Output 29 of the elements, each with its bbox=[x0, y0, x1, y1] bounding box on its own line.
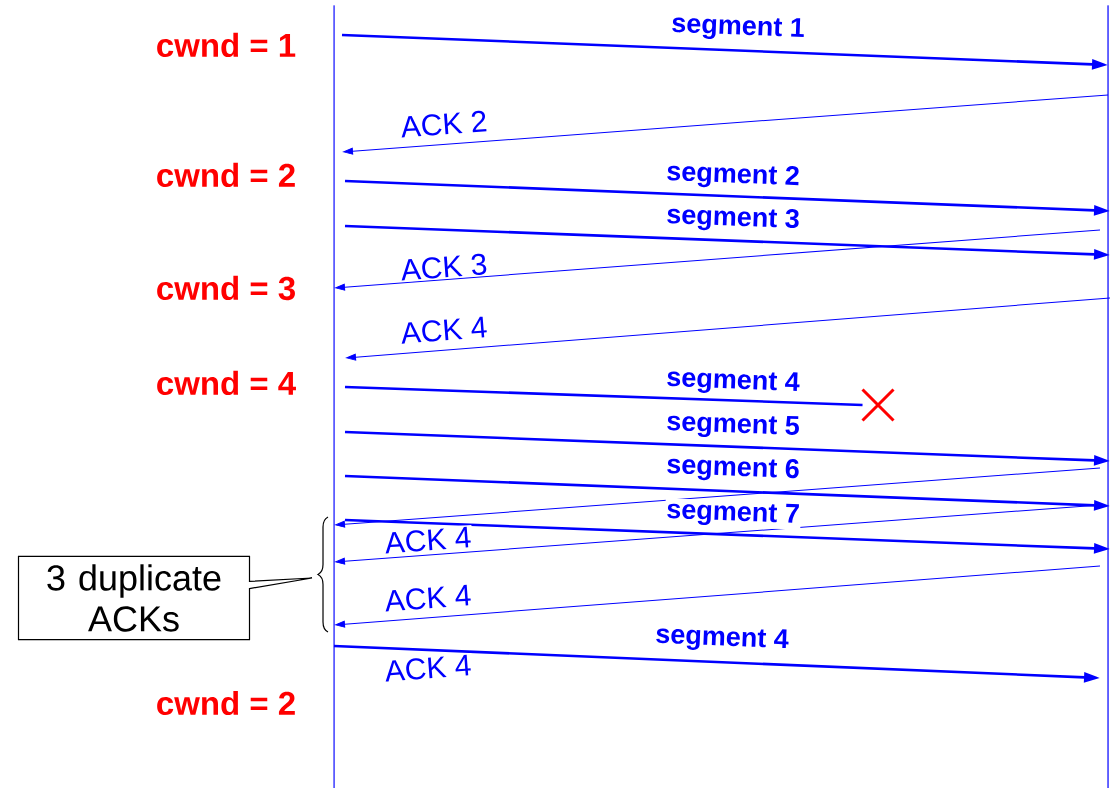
arrow bbox=[335, 229, 1101, 291]
edge-label: ACK 2 bbox=[398, 109, 490, 139]
edge-label: segment 4 bbox=[664, 366, 802, 398]
edge-label: ACK 3 bbox=[398, 252, 490, 282]
edge-label: segment 6 bbox=[664, 453, 802, 485]
edge-label: ACK 4 bbox=[382, 525, 474, 555]
callout-box: 3 duplicate ACKs bbox=[17, 555, 313, 641]
edge-label: segment 5 bbox=[664, 410, 802, 442]
window-size-label: cwnd = 3 bbox=[157, 275, 295, 301]
edge-label: segment 1 bbox=[669, 12, 807, 44]
timeline bbox=[1107, 5, 1109, 788]
timeline bbox=[333, 5, 335, 788]
window-size-label: cwnd = 2 bbox=[157, 162, 295, 188]
window-size-label: cwnd = 1 bbox=[157, 32, 296, 58]
edge-label: segment 4 bbox=[653, 623, 791, 655]
arrow bbox=[335, 565, 1101, 628]
window-size-label: cwnd = 2 bbox=[157, 690, 295, 716]
edge-label: ACK 4 bbox=[398, 314, 490, 346]
arrow bbox=[335, 467, 1101, 528]
edge-label: ACK 4 bbox=[382, 583, 474, 613]
arrow bbox=[346, 297, 1111, 361]
arrow bbox=[335, 504, 1101, 565]
edge-label: segment 7 bbox=[664, 498, 802, 530]
edge-label: ACK 4 bbox=[382, 653, 474, 683]
loss-cross bbox=[861, 388, 895, 422]
arrow bbox=[343, 94, 1109, 155]
window-size-label: cwnd = 4 bbox=[157, 370, 296, 396]
edge-label: segment 3 bbox=[664, 203, 802, 235]
edge-label: segment 2 bbox=[664, 160, 802, 192]
